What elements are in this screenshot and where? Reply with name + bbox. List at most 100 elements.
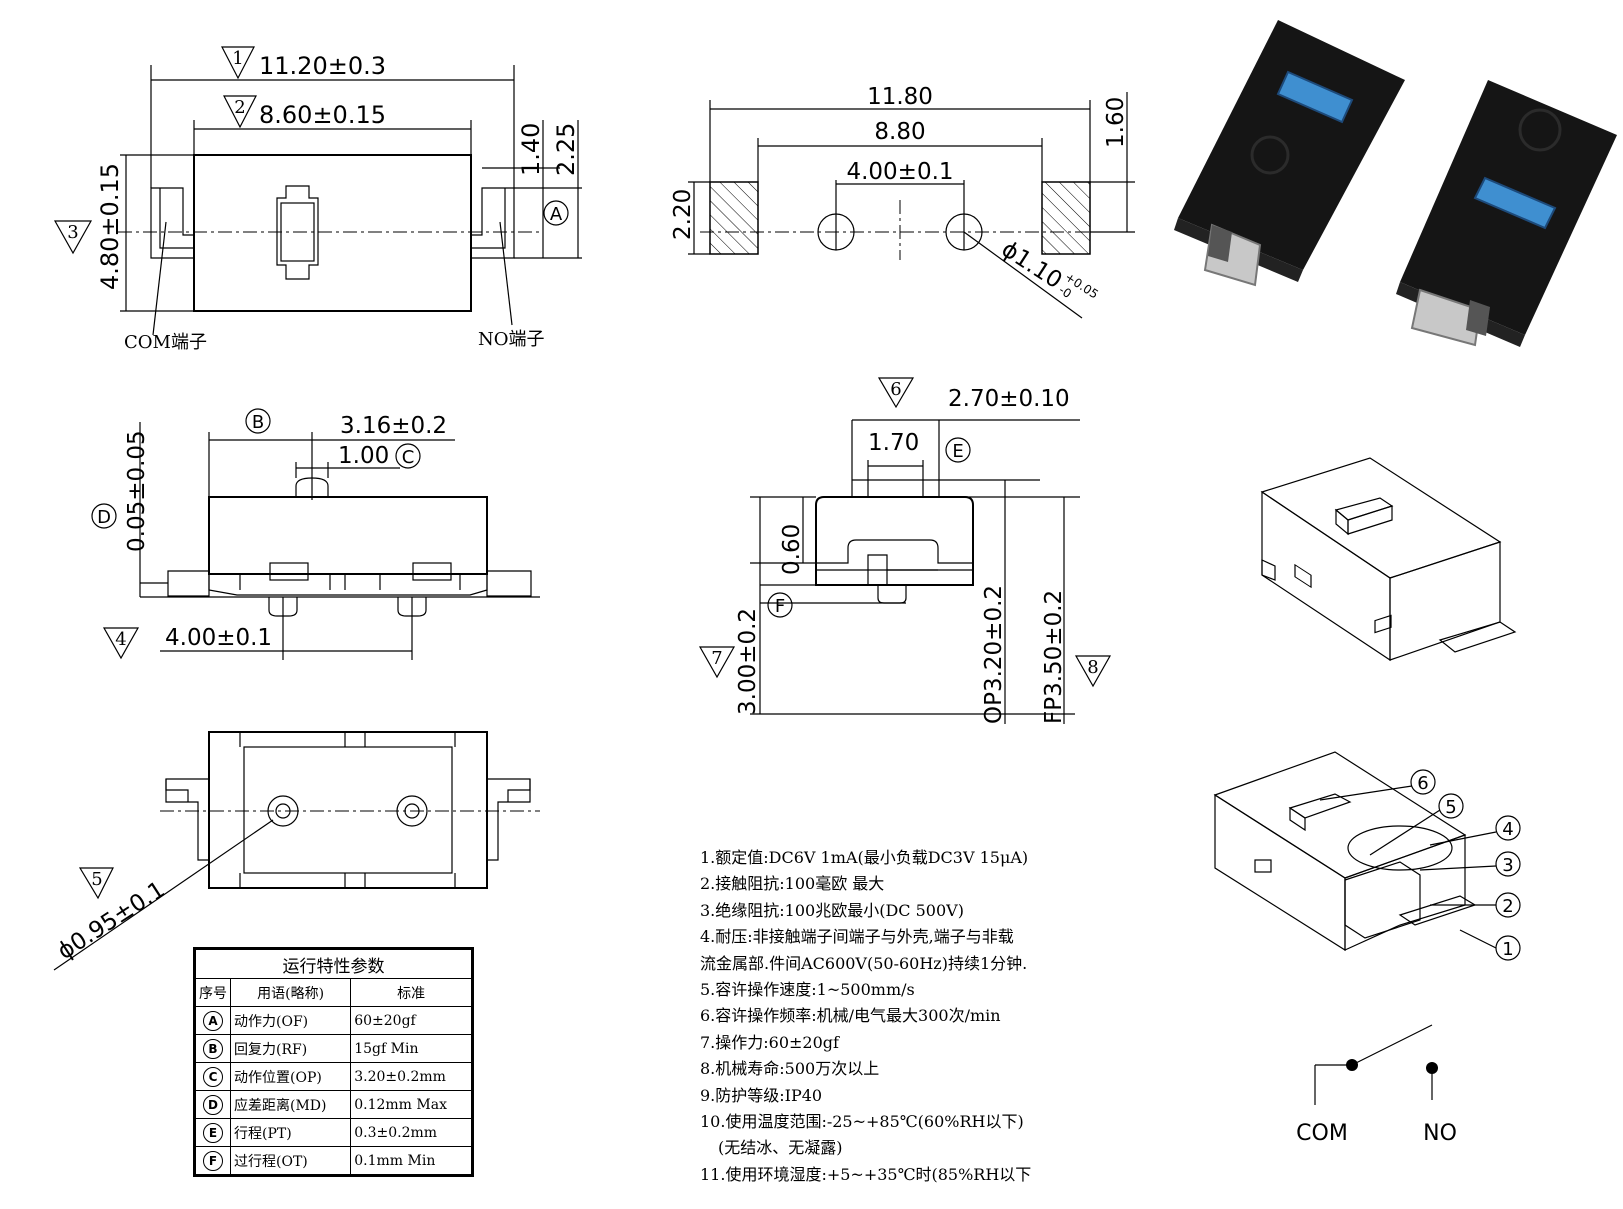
marker-c bbox=[395, 443, 421, 469]
pcb-dim-overall: 11.80 bbox=[867, 84, 933, 110]
spec-header-no: 序号 bbox=[194, 978, 231, 1007]
row-value: 0.1mm Min bbox=[350, 1146, 473, 1176]
dim-actuator-position: 3.16±0.2 bbox=[340, 413, 447, 439]
note-line: 8.机械寿命:500万次以上 bbox=[700, 1059, 880, 1079]
side-view-body bbox=[208, 496, 488, 575]
svg-text:4: 4 bbox=[1502, 819, 1513, 840]
svg-text:6: 6 bbox=[1417, 773, 1428, 794]
row-term: 动作力(OF) bbox=[229, 1006, 352, 1035]
pcb-pad-left bbox=[709, 181, 759, 255]
dim-mark-3 bbox=[53, 220, 93, 255]
note-line: 2.接触阻抗:100毫欧 最大 bbox=[700, 874, 885, 894]
pcb-dim-inner: 8.80 bbox=[874, 119, 925, 145]
marker-e bbox=[945, 437, 971, 463]
spec-header-value: 标准 bbox=[350, 978, 473, 1007]
svg-text:3: 3 bbox=[67, 222, 78, 243]
product-photos bbox=[1174, 20, 1617, 347]
dim-mark-1 bbox=[221, 46, 255, 80]
side-view: B 3.16±0.2 1.00 C 0.05±0.05 D 4 4.00±0.1 bbox=[91, 408, 540, 660]
end-view-body bbox=[815, 496, 974, 586]
marker-d bbox=[91, 503, 117, 529]
dim-actuator-width-end: 1.70 bbox=[868, 430, 919, 456]
note-line: 6.容许操作频率:机械/电气最大300次/min bbox=[700, 1006, 1001, 1026]
table-row: F 过行程(OT) 0.1mm Min bbox=[194, 1146, 473, 1176]
bottom-hole-right bbox=[396, 795, 428, 827]
dim-terminal-offset: 1.40 bbox=[517, 123, 545, 176]
row-value: 3.20±0.2mm bbox=[350, 1062, 473, 1091]
svg-text:E: E bbox=[952, 441, 963, 462]
svg-text:7: 7 bbox=[711, 648, 722, 669]
dim-hole-diameter: ϕ0.95±0.1 bbox=[53, 877, 170, 965]
dim-body-length: 8.60±0.15 bbox=[259, 101, 386, 129]
switch-photo-left bbox=[1174, 20, 1405, 287]
marker-b bbox=[245, 408, 271, 434]
svg-text:6: 6 bbox=[890, 379, 901, 400]
svg-text:D: D bbox=[97, 507, 111, 528]
top-view-body bbox=[193, 154, 472, 312]
dim-mark-5 bbox=[78, 867, 114, 900]
callout-5 bbox=[1438, 793, 1464, 819]
spec-table: 运行特性参数 序号 用语(略称) 标准 A 动作力(OF) 60±20gf B … bbox=[193, 947, 474, 1177]
no-terminal-label: NO端子 bbox=[478, 329, 545, 350]
svg-text:3: 3 bbox=[1502, 855, 1513, 876]
note-line: 3.绝缘阻抗:100兆欧最小(DC 500V) bbox=[700, 900, 964, 920]
svg-text:B: B bbox=[252, 412, 264, 433]
row-value: 60±20gf bbox=[350, 1006, 473, 1035]
pcb-dim-pitch: 4.00±0.1 bbox=[846, 159, 953, 185]
note-line: 11.使用环境湿度:+5~+35℃时(85%RH以下 bbox=[700, 1164, 1032, 1184]
row-marker: B bbox=[203, 1038, 223, 1059]
dim-body-height: 4.80±0.15 bbox=[96, 163, 124, 290]
svg-text:2: 2 bbox=[234, 97, 245, 118]
marker-f bbox=[767, 592, 793, 618]
dim-actuator-travel: 2.70±0.10 bbox=[948, 386, 1070, 412]
callout-3 bbox=[1495, 851, 1521, 877]
note-line: 7.操作力:60±20gf bbox=[700, 1032, 839, 1052]
pcb-layout: 11.80 8.80 4.00±0.1 2.20 1.60 ϕ1.10 +0.0… bbox=[670, 84, 1135, 319]
dim-actuator-width: 1.00 bbox=[338, 443, 389, 469]
schematic-com-label: COM bbox=[1296, 1121, 1348, 1146]
row-marker: A bbox=[203, 1010, 223, 1031]
row-term: 动作位置(OP) bbox=[229, 1062, 352, 1091]
row-term: 应差距离(MD) bbox=[229, 1090, 352, 1119]
note-line: 1.额定值:DC6V 1mA(最小负载DC3V 15μA) bbox=[700, 848, 1029, 867]
top-view-com-terminal bbox=[150, 187, 195, 259]
svg-text:1: 1 bbox=[1502, 939, 1513, 960]
row-term: 行程(PT) bbox=[229, 1118, 352, 1147]
top-view: 1 11.20±0.3 2 8.60±0.15 4.80±0.15 3 1.40… bbox=[53, 46, 582, 353]
spec-header-term: 用语(略称) bbox=[229, 978, 352, 1007]
top-view-actuator bbox=[276, 185, 319, 280]
row-marker: C bbox=[203, 1066, 223, 1087]
dim-free-position: FP3.50±0.2 bbox=[1041, 590, 1067, 724]
bottom-hole-left bbox=[267, 795, 299, 827]
svg-text:5: 5 bbox=[1445, 797, 1456, 818]
note-line: 10.使用温度范围:-25~+85℃(60%RH以下) bbox=[700, 1112, 1024, 1132]
note-line: (无结冰、无凝露) bbox=[718, 1138, 843, 1158]
svg-text:5: 5 bbox=[91, 869, 102, 890]
dim-mark-2 bbox=[223, 95, 257, 129]
row-term: 过行程(OT) bbox=[229, 1146, 352, 1176]
marker-a bbox=[543, 200, 569, 226]
bottom-view-body bbox=[208, 731, 488, 889]
row-marker: D bbox=[203, 1094, 223, 1115]
table-row: E 行程(PT) 0.3±0.2mm bbox=[194, 1118, 473, 1147]
svg-text:A: A bbox=[550, 204, 563, 225]
dim-mark-7 bbox=[698, 646, 736, 679]
table-row: B 回复力(RF) 15gf Min bbox=[194, 1034, 473, 1063]
svg-text:F: F bbox=[775, 596, 785, 617]
pcb-dim-pad-height: 2.20 bbox=[670, 189, 696, 240]
svg-text:8: 8 bbox=[1087, 657, 1098, 678]
dim-0-60: 0.60 bbox=[779, 524, 805, 575]
switch-photo-right bbox=[1396, 80, 1617, 347]
row-value: 15gf Min bbox=[350, 1034, 473, 1063]
dim-terminal-width: 2.25 bbox=[552, 123, 580, 176]
svg-text:1: 1 bbox=[232, 48, 243, 69]
row-value: 0.12mm Max bbox=[350, 1090, 473, 1119]
dim-height-3-00: 3.00±0.2 bbox=[735, 608, 761, 715]
spec-table-caption: 运行特性参数 bbox=[194, 948, 473, 979]
dim-operating-position: OP3.20±0.2 bbox=[981, 585, 1007, 724]
dim-mark-6 bbox=[877, 377, 915, 409]
table-row: D 应差距离(MD) 0.12mm Max bbox=[194, 1090, 473, 1119]
dim-terminal-coplanarity: 0.05±0.05 bbox=[124, 430, 150, 552]
svg-text:2: 2 bbox=[1502, 896, 1513, 917]
